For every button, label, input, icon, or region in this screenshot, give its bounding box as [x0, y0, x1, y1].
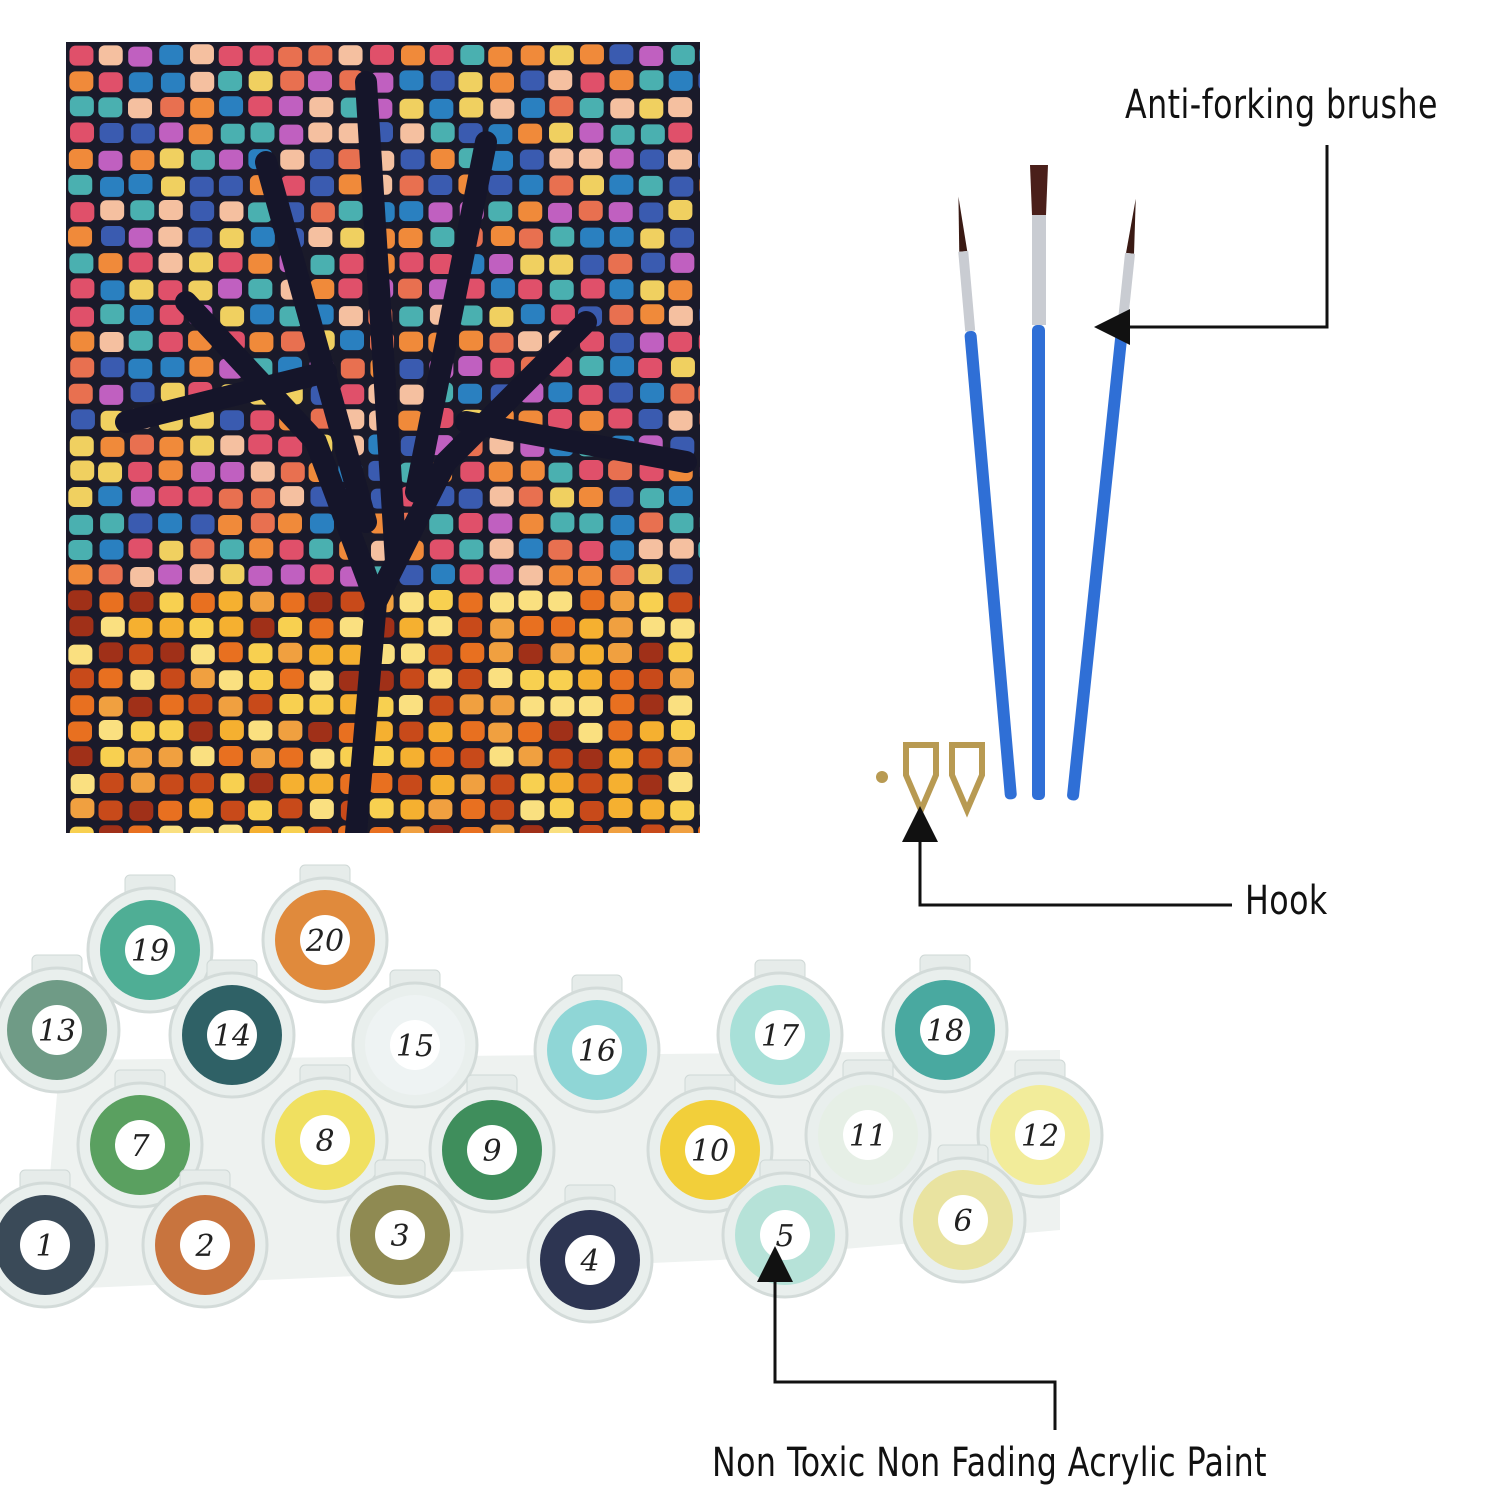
paint-pot-11: 11 [804, 1059, 932, 1199]
pot-number: 5 [775, 1219, 794, 1254]
pot-number: 4 [579, 1244, 599, 1279]
brushes-label: Anti-forking brushe [1125, 82, 1438, 128]
pot-number: 13 [38, 1014, 76, 1049]
paint-pot-19: 19 [86, 874, 214, 1014]
paint-label: Non Toxic Non Fading Acrylic Paint [712, 1440, 1267, 1486]
pot-number: 20 [305, 924, 344, 959]
paint-pot-2: 2 [141, 1169, 269, 1309]
pot-number: 16 [578, 1034, 616, 1069]
paint-pot-20: 20 [261, 864, 389, 1004]
pot-number: 17 [761, 1019, 800, 1054]
hooks [876, 742, 985, 818]
paint-pot-18: 18 [881, 954, 1009, 1094]
brush-middle [1030, 165, 1048, 800]
paint-pot-6: 6 [899, 1144, 1027, 1284]
tree-trunk [115, 71, 697, 833]
paint-pot-1: 1 [0, 1169, 109, 1309]
paint-pot-12: 12 [976, 1059, 1104, 1199]
pot-number: 9 [482, 1134, 501, 1169]
pot-number: 18 [926, 1014, 964, 1049]
pot-number: 1 [35, 1229, 54, 1264]
tree-painting-image [66, 42, 700, 833]
paint-pot-7: 7 [76, 1069, 204, 1209]
brush-left [958, 196, 1017, 800]
paint-pot-13: 13 [0, 954, 121, 1094]
paint-pot-14: 14 [168, 959, 296, 1099]
pot-number: 12 [1021, 1119, 1059, 1154]
paint-pot-16: 16 [533, 974, 661, 1114]
brush-right [1067, 198, 1136, 801]
pot-number: 11 [849, 1119, 887, 1154]
pot-number: 19 [131, 934, 169, 969]
pot-number: 7 [130, 1129, 150, 1164]
pot-number: 10 [691, 1134, 729, 1169]
paint-pot-9: 9 [428, 1074, 556, 1214]
callout-lines [757, 145, 1329, 1430]
brushes [958, 165, 1136, 801]
pot-number: 15 [396, 1029, 434, 1064]
hook-label: Hook [1245, 878, 1328, 924]
paint-pot-17: 17 [716, 959, 844, 1099]
paint-pot-4: 4 [526, 1184, 654, 1324]
paint-pot-8: 8 [261, 1064, 389, 1204]
paint-pot-10: 10 [646, 1074, 774, 1214]
pot-number: 8 [315, 1124, 334, 1159]
paint-pot-15: 15 [351, 969, 479, 1109]
pot-number: 14 [213, 1019, 251, 1054]
pot-number: 6 [953, 1204, 972, 1239]
paint-pot-3: 3 [336, 1159, 464, 1299]
pot-number: 2 [194, 1229, 214, 1264]
pot-number: 3 [390, 1219, 409, 1254]
